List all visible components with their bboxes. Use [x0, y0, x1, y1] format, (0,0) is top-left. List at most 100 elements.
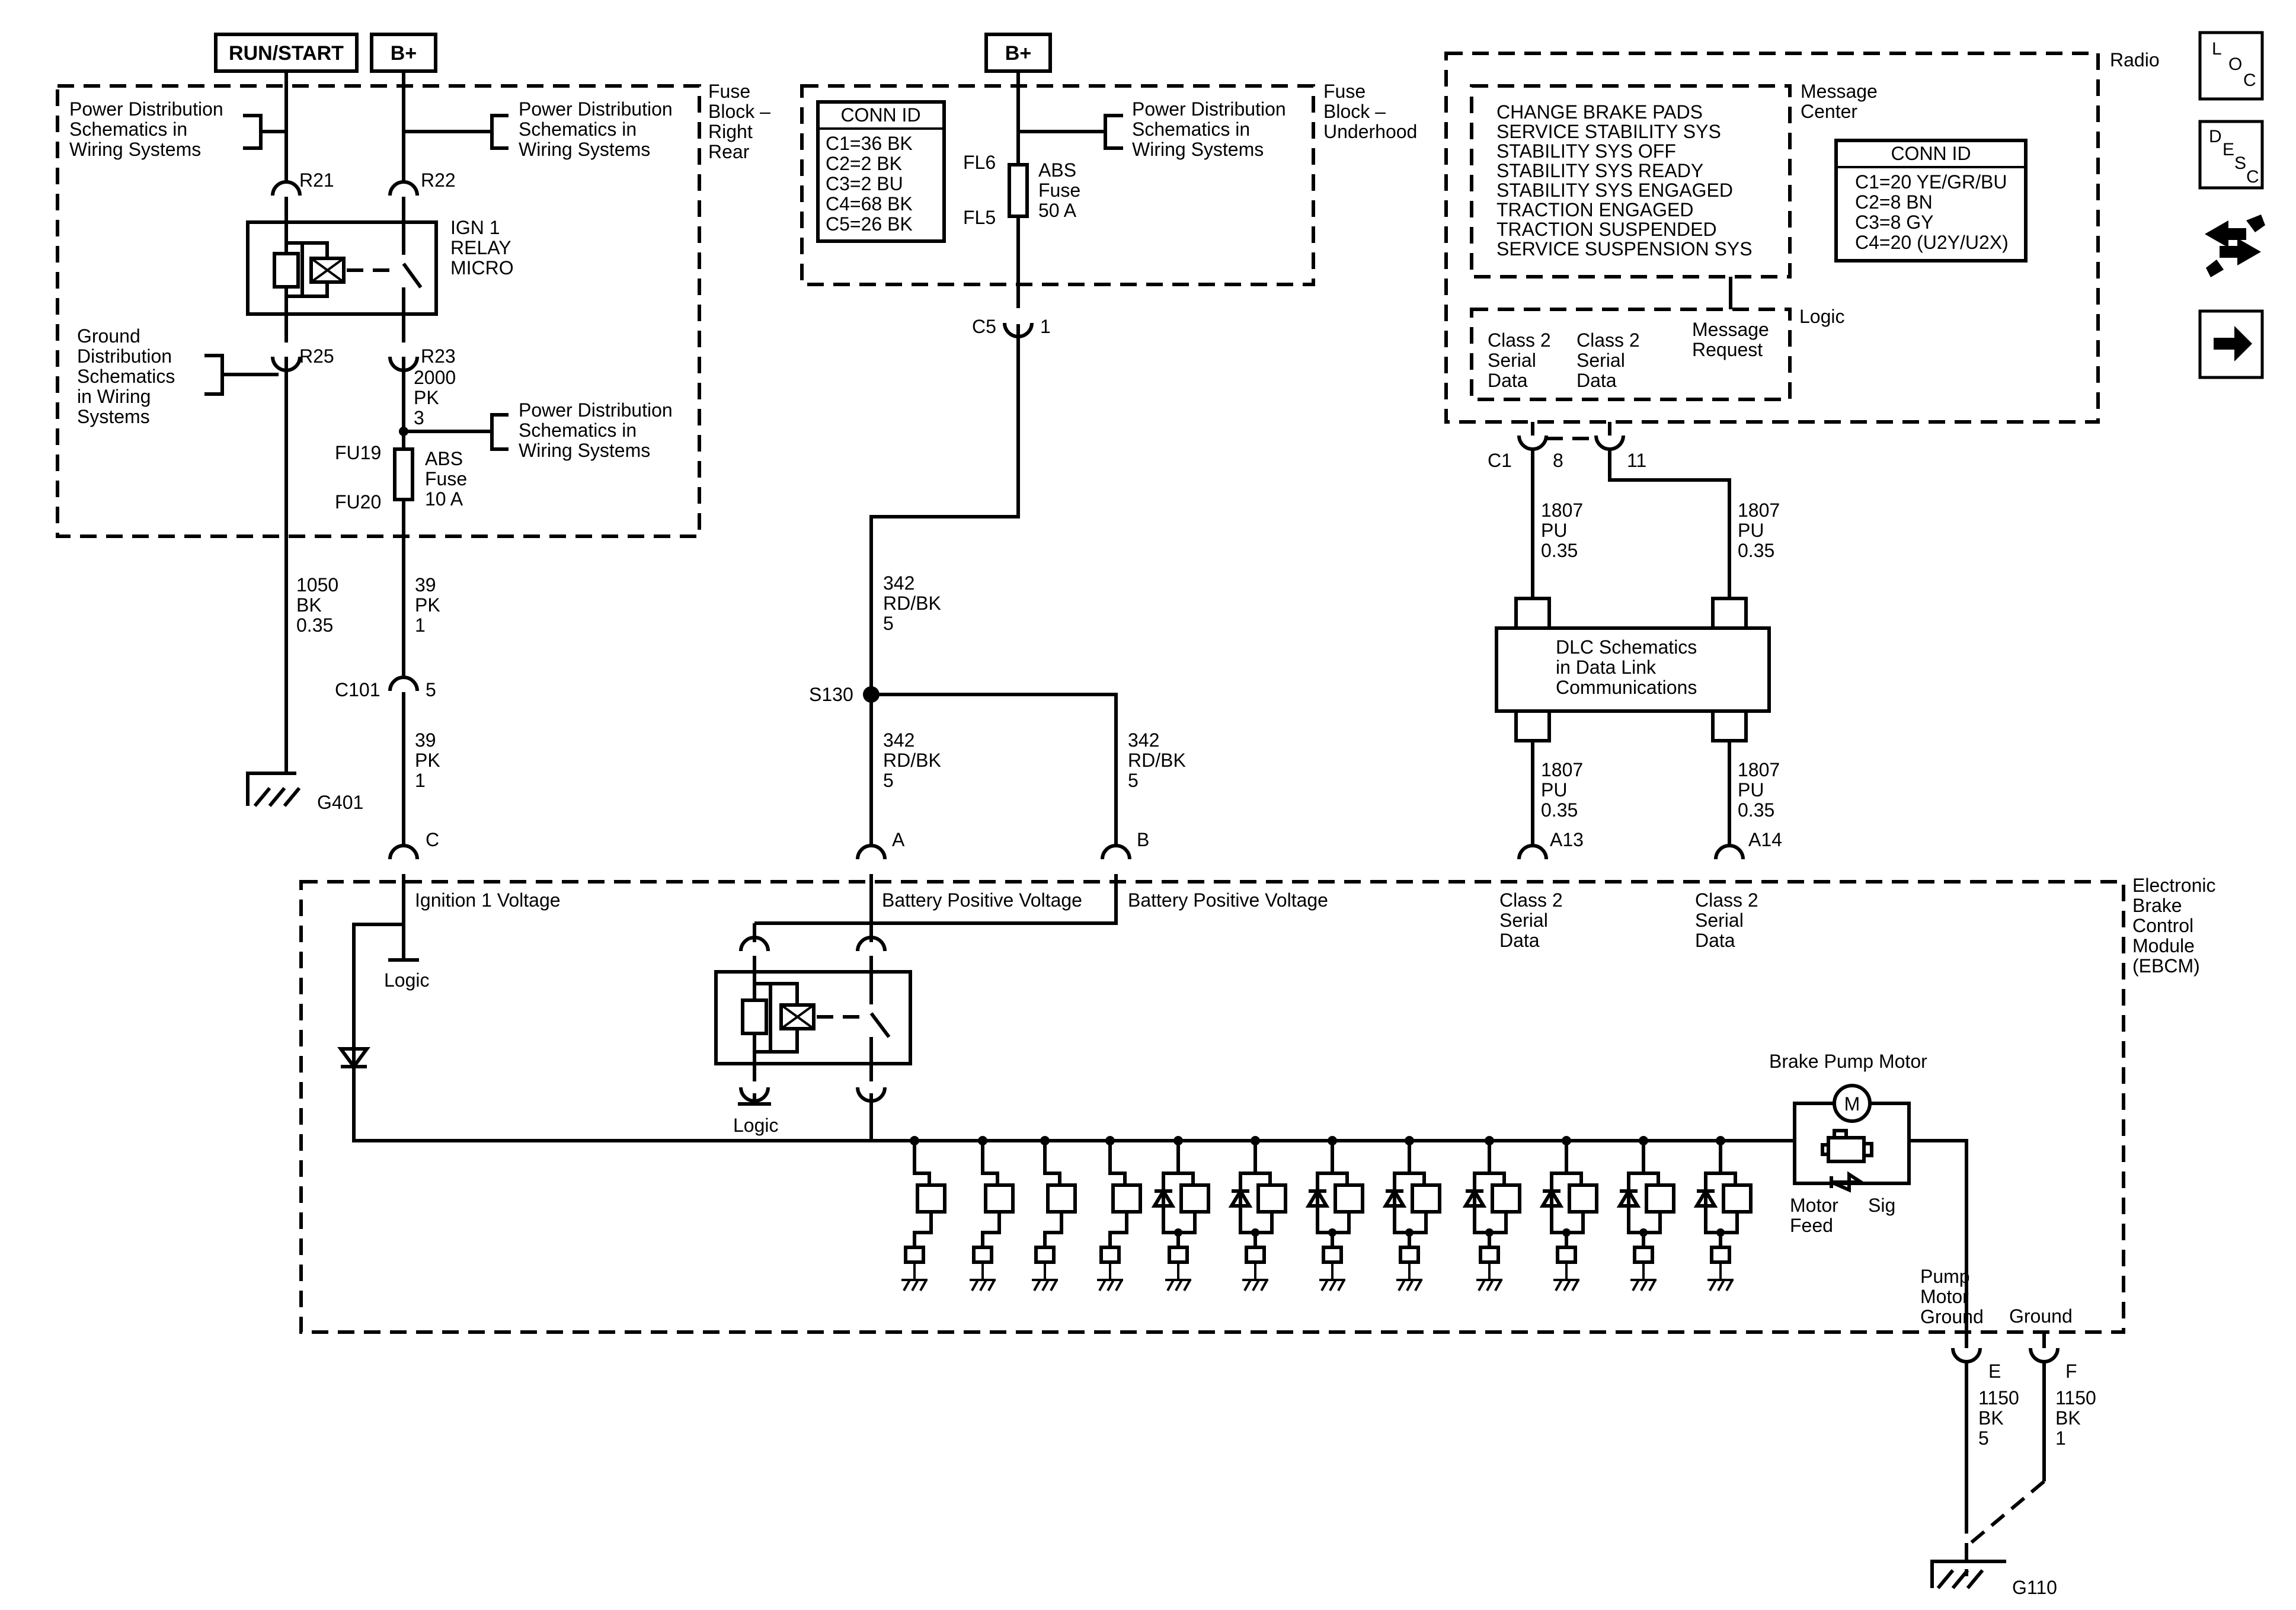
- solenoid-lead: [1719, 1141, 1737, 1185]
- solenoid-diode-loop: [1162, 1172, 1178, 1234]
- logic-2-label: Logic: [733, 1115, 779, 1136]
- a13-label: A13: [1550, 829, 1584, 850]
- ign1-relay-label: IGN 1 RELAY MICRO: [450, 217, 516, 279]
- solenoid-low-side: [1710, 1212, 1739, 1264]
- r21-label: R21: [299, 169, 334, 191]
- g110-ground-symbol: [1930, 1560, 2006, 1589]
- underhood-conn-id-list: C1=36 BK C2=2 BK C3=2 BU C4=68 BK C5=26 …: [826, 133, 918, 235]
- fu20-label: FU20: [335, 491, 381, 513]
- solenoid-lead: [1108, 1141, 1127, 1185]
- batt-pos-wire-b: [869, 874, 1118, 972]
- ebcm-relay-coil-link: [770, 982, 799, 1054]
- solenoid-coil: [1491, 1183, 1521, 1214]
- right-arrow-icon: [2214, 326, 2252, 361]
- desc-nav-button[interactable]: D E S C: [2198, 120, 2264, 190]
- a14-label: A14: [1748, 829, 1782, 850]
- r22-label: R22: [421, 169, 456, 191]
- svg-text:D: D: [2209, 127, 2222, 146]
- bplus-header-box-1: [370, 33, 437, 73]
- motor-diode: [1830, 1171, 1868, 1193]
- solenoid-low-side: [1245, 1212, 1274, 1264]
- a14-connector: [1714, 844, 1745, 860]
- ground-ref-label: Ground Distribution Schematics in Wiring…: [77, 325, 180, 427]
- solenoid-diode-junction: [1251, 1228, 1259, 1237]
- dlc-box: [1495, 626, 1771, 713]
- ebcm-label: Electronic Brake Control Module (EBCM): [2132, 875, 2221, 977]
- pd-ref-lower-label: Power Distribution Schematics in Wiring …: [519, 399, 678, 461]
- underhood-conn-id-title: CONN ID: [840, 104, 920, 126]
- fu19-label: FU19: [335, 442, 381, 463]
- solenoid-diode: [1539, 1188, 1564, 1208]
- pin-c-label: C: [426, 829, 439, 850]
- solenoid-coil: [1256, 1183, 1287, 1214]
- abs-fuse-10a: [393, 447, 414, 501]
- splice-r23: [399, 427, 408, 436]
- solenoid-diode-junction: [1639, 1228, 1648, 1237]
- r25-connector: [271, 356, 302, 372]
- s130-splice: [863, 686, 880, 703]
- a13-connector: [1517, 844, 1548, 860]
- solenoid-lead: [981, 1141, 999, 1185]
- loc-nav-button[interactable]: L O C: [2198, 31, 2264, 101]
- solenoid-diode-junction: [1328, 1228, 1336, 1237]
- abs-fuse-50a: [1008, 163, 1029, 218]
- s130-label: S130: [809, 684, 853, 705]
- solenoid-ground-symbol: [1707, 1262, 1734, 1291]
- relay-coil-link: [302, 241, 329, 298]
- wrench-arrows-icon[interactable]: [2205, 215, 2265, 277]
- relay-switch: [402, 222, 423, 314]
- solenoid-diode: [1228, 1188, 1253, 1208]
- ground-ref-bracket: [204, 354, 279, 396]
- solenoid-low-side: [1322, 1212, 1351, 1264]
- wire-1807d-label: 1807 PU 0.35: [1738, 759, 1785, 821]
- bplus-header-2: B+: [1005, 42, 1031, 65]
- wire-342a-label: 342 RD/BK 5: [883, 572, 946, 634]
- solenoid-diode-junction: [1562, 1228, 1571, 1237]
- radio-conn-id-title: CONN ID: [1891, 143, 1971, 164]
- solenoid-low-side: [1099, 1212, 1128, 1264]
- run-start-header: RUN/START: [229, 42, 344, 65]
- pin-a-label: A: [892, 829, 905, 850]
- pd-ref-right-bracket: [404, 114, 509, 150]
- r25-label: R25: [299, 345, 334, 367]
- solenoid-diode-loop: [1550, 1172, 1566, 1234]
- solenoid-ground-symbol: [1553, 1262, 1579, 1291]
- right-arrow-button[interactable]: [2198, 309, 2264, 379]
- ignition-input-wire: [352, 874, 871, 1142]
- dlc-box-label: DLC Schematics in Data Link Communicatio…: [1556, 636, 1702, 698]
- wire-1807a-label: 1807 PU 0.35: [1541, 500, 1588, 561]
- bplus-header-1: B+: [391, 42, 417, 65]
- ebcm-relay-conn-bot-2: [856, 1087, 887, 1103]
- svg-text:E: E: [2223, 140, 2234, 159]
- c5-label: C5: [972, 316, 996, 337]
- radio-class2-a-label: Class 2 Serial Data: [1488, 329, 1556, 391]
- wire-1150b-label: 1150 BK 1: [2055, 1387, 2102, 1449]
- solenoid-ground-symbol: [1476, 1262, 1502, 1291]
- wire-1807-lower: [1531, 741, 1731, 847]
- radio-conn-id-list: C1=20 YE/GR/BU C2=8 BN C3=8 GY C4=20 (U2…: [1855, 171, 2012, 253]
- message-center-enclosure: [1470, 84, 1792, 279]
- solenoid-coil: [1334, 1183, 1364, 1214]
- dlc-box-pins-top: [1514, 597, 1748, 628]
- svg-text:S: S: [2234, 153, 2246, 173]
- solenoid-low-side: [1479, 1212, 1508, 1264]
- wire-1150-f-dashed: [1965, 1480, 2045, 1548]
- pd-ref-right-label: Power Distribution Schematics in Wiring …: [519, 98, 678, 160]
- solenoid-lead: [1642, 1141, 1660, 1185]
- motor-engine-symbol: [1821, 1129, 1873, 1163]
- solenoid-coil: [916, 1183, 946, 1214]
- solenoid-diode: [1693, 1188, 1718, 1208]
- solenoid-coil: [984, 1183, 1015, 1214]
- solenoid-coil: [1411, 1183, 1441, 1214]
- solenoid-ground-symbol: [901, 1262, 928, 1291]
- fuse-block-underhood-label: Fuse Block – Underhood: [1323, 81, 1417, 142]
- pump-motor-wiring: [1769, 1139, 1968, 1333]
- motor-feed-label: Motor Feed: [1790, 1195, 1844, 1236]
- g401-label: G401: [317, 792, 363, 813]
- solenoid-diode-junction: [1485, 1228, 1494, 1237]
- solenoid-diode: [1305, 1188, 1330, 1208]
- pd-ref-underhood-label: Power Distribution Schematics in Wiring …: [1132, 98, 1291, 160]
- solenoid-diode-loop: [1393, 1172, 1409, 1234]
- ebcm-relay-conn-top-1: [739, 936, 770, 952]
